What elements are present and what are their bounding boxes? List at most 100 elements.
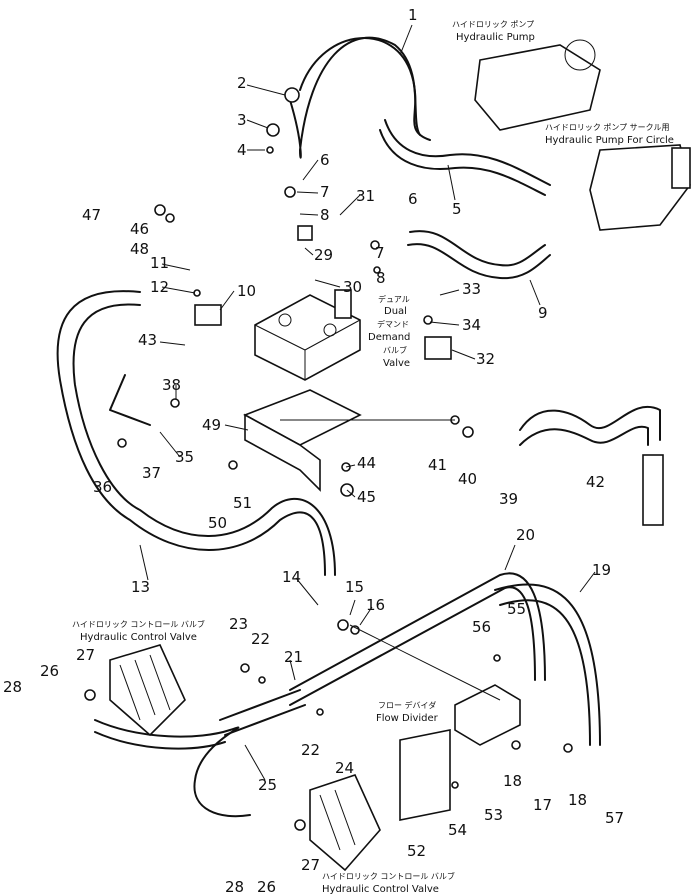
part-number: 40	[458, 470, 477, 488]
plate-52	[399, 729, 451, 821]
part-number: 27	[301, 856, 320, 874]
part-number: 54	[448, 821, 467, 839]
part-number: 15	[345, 578, 364, 596]
hydraulic-pump-circle	[589, 144, 691, 231]
hcv-top-en: Hydraulic Control Valve	[80, 632, 197, 643]
part-number: 3	[237, 111, 247, 129]
hose-20	[289, 572, 546, 706]
part-number: 51	[233, 494, 252, 512]
part-number: 5	[452, 200, 462, 218]
hcv-bottom-jp: ハイドロリック コントロール バルブ	[322, 871, 455, 881]
pump1-en-label: Hydraulic Pump	[456, 32, 535, 43]
part-number: 35	[175, 448, 194, 466]
part-number: 31	[356, 187, 375, 205]
part-number: 19	[592, 561, 611, 579]
part-number: 1	[408, 6, 418, 24]
fittings	[84, 87, 664, 831]
hose-42	[519, 406, 661, 446]
demand-en1: Dual	[384, 306, 407, 317]
part-number: 48	[130, 240, 149, 258]
demand-en2: Demand	[368, 332, 410, 343]
part-number: 23	[229, 615, 248, 633]
hcv-top-jp: ハイドロリック コントロール バルブ	[72, 619, 205, 629]
part-number: 36	[93, 478, 112, 496]
part-number: 10	[237, 282, 256, 300]
part-number: 17	[533, 796, 552, 814]
part-number: 38	[162, 376, 181, 394]
part-number: 39	[499, 490, 518, 508]
part-number: 30	[343, 278, 362, 296]
part-number: 32	[476, 350, 495, 368]
hose-9	[407, 230, 551, 280]
demand-jp1: デュアル	[378, 294, 410, 304]
bracket-49	[243, 389, 362, 492]
flow-divider-en: Flow Divider	[376, 713, 439, 724]
part-number: 24	[335, 759, 354, 777]
hydraulic-pump-top	[474, 39, 601, 131]
hcv-bottom-en: Hydraulic Control Valve	[322, 884, 439, 895]
pump2-en-label: Hydraulic Pump For Circle	[545, 135, 674, 146]
hose-1	[289, 36, 431, 159]
part-number: 45	[357, 488, 376, 506]
demand-jp3: バルブ	[383, 345, 407, 355]
part-number: 9	[538, 304, 548, 322]
part-number: 14	[282, 568, 301, 586]
part-number: 6	[408, 190, 418, 208]
part-number: 47	[82, 206, 101, 224]
part-number: 7	[320, 183, 330, 201]
part-number: 7	[375, 244, 385, 262]
part-number: 29	[314, 246, 333, 264]
part-number: 28	[225, 878, 244, 895]
line-tubes	[109, 374, 306, 736]
part-number: 28	[3, 678, 22, 696]
leader-lines	[139, 24, 596, 781]
pump1-jp-label: ハイドロリック ポンプ	[452, 20, 534, 29]
part-number: 8	[320, 206, 330, 224]
part-number: 11	[150, 254, 169, 272]
part-number: 27	[76, 646, 95, 664]
part-number: 37	[142, 464, 161, 482]
part-number: 43	[138, 331, 157, 349]
part-number: 25	[258, 776, 277, 794]
part-number: 53	[484, 806, 503, 824]
part-number: 49	[202, 416, 221, 434]
demand-jp2: デマンド	[377, 319, 409, 329]
part-number: 18	[503, 772, 522, 790]
flow-divider	[454, 684, 521, 746]
part-number: 46	[130, 220, 149, 238]
part-number: 2	[237, 74, 247, 92]
part-number: 18	[568, 791, 587, 809]
hose-5	[379, 119, 551, 196]
hose-19	[494, 583, 601, 746]
part-number: 8	[376, 269, 386, 287]
part-number: 33	[462, 280, 481, 298]
part-number: 26	[40, 662, 59, 680]
part-number: 42	[586, 473, 605, 491]
dual-demand-valve	[254, 294, 361, 381]
part-number: 12	[150, 278, 169, 296]
part-number: 52	[407, 842, 426, 860]
part-number: 34	[462, 316, 481, 334]
part-number: 21	[284, 648, 303, 666]
part-number: 20	[516, 526, 535, 544]
part-number: 26	[257, 878, 276, 895]
part-number: 44	[357, 454, 376, 472]
part-number: 22	[301, 741, 320, 759]
part-number: 4	[237, 141, 247, 159]
component-labels: ハイドロリック ポンプ Hydraulic Pump ハイドロリック ポンプ サ…	[72, 20, 674, 895]
part-number: 55	[507, 600, 526, 618]
part-number: 56	[472, 618, 491, 636]
control-valve-top	[109, 644, 186, 737]
flow-divider-jp: フロー デバイダ	[378, 700, 436, 710]
part-number: 13	[131, 578, 150, 596]
hose-13	[56, 290, 336, 576]
control-valve-bottom	[309, 774, 381, 872]
part-number: 41	[428, 456, 447, 474]
pump2-jp-label: ハイドロリック ポンプ サークル用	[545, 123, 669, 132]
part-number: 22	[251, 630, 270, 648]
demand-en3: Valve	[383, 358, 410, 369]
part-numbers: 1 2 3 4 5 6 6 7 7 8 8 9 10 11 12 13 14 1…	[3, 6, 624, 895]
part-number: 50	[208, 514, 227, 532]
